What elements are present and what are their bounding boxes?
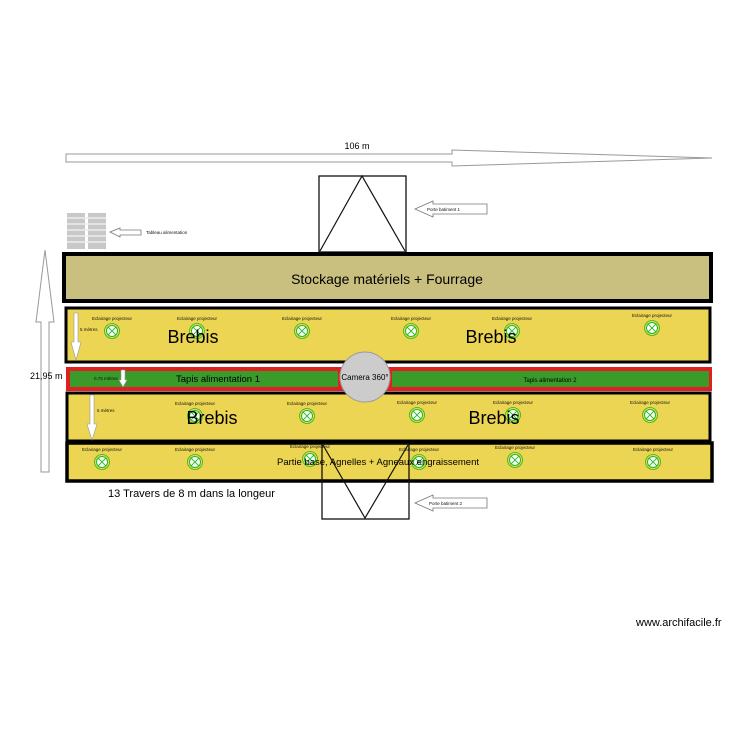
- projector-light-icon: [299, 408, 315, 424]
- projector-light-icon: [411, 454, 427, 470]
- projector-light-icon: [409, 407, 425, 423]
- light-label: Eclairage projecteur: [290, 444, 331, 449]
- light-label: Eclairage projecteur: [630, 400, 671, 405]
- light-label: Eclairage projecteur: [177, 316, 218, 321]
- light-fixture: Eclairage projecteur: [92, 316, 133, 339]
- feed-belt-2-label: Tapis alimentation 2: [523, 378, 577, 384]
- projector-light-icon: [294, 323, 310, 339]
- projector-light-icon: [189, 323, 205, 339]
- width-dimension-arrow: [35, 249, 55, 473]
- crossbars-note: 13 Travers de 8 m dans la longeur: [108, 488, 275, 500]
- pen-row-3: [65, 441, 714, 483]
- projector-light-icon: [104, 323, 120, 339]
- camera-360[interactable]: [339, 351, 391, 403]
- feed-belt-1: [70, 371, 338, 387]
- projector-light-icon: [187, 454, 203, 470]
- brebis-label: Brebis: [167, 327, 218, 347]
- pen-depth-arrow-1: [70, 312, 82, 362]
- feed-belt-1-label: Tapis alimentation 1: [176, 374, 260, 385]
- light-fixture: Eclairage projecteur: [397, 400, 438, 423]
- light-label: Eclairage projecteur: [391, 316, 432, 321]
- projector-light-icon: [642, 407, 658, 423]
- light-label: Eclairage projecteur: [633, 447, 674, 452]
- power-panel-arrow: [109, 227, 142, 238]
- projector-light-icon: [504, 323, 520, 339]
- light-label: Eclairage projecteur: [397, 400, 438, 405]
- belt-width-label: 0,75 mètres: [94, 376, 119, 381]
- light-fixture: Eclairage projecteur: [175, 401, 216, 424]
- projector-light-icon: [645, 454, 661, 470]
- watermark: www.archifacile.fr: [635, 617, 722, 629]
- light-fixture: Eclairage projecteur: [282, 316, 323, 339]
- lower-section-label: Partie base, Agnelles + Agneaux engraiss…: [277, 457, 479, 468]
- pen-depth-2-label: 5 mètres: [97, 408, 115, 413]
- projector-light-icon: [505, 407, 521, 423]
- length-dimension-arrow: [65, 149, 713, 167]
- brebis-label: Brebis: [468, 408, 519, 428]
- door-1-arrow: [414, 200, 488, 218]
- light-fixture: Eclairage projecteur: [493, 400, 534, 423]
- light-fixture: Eclairage projecteur: [399, 447, 440, 470]
- pen-depth-arrow-2: [86, 394, 98, 442]
- light-label: Eclairage projecteur: [92, 316, 133, 321]
- light-fixture: Eclairage projecteur: [630, 400, 671, 423]
- projector-light-icon: [187, 408, 203, 424]
- door-2-arrow: [414, 494, 488, 512]
- power-panel-icon: [67, 213, 106, 249]
- light-label: Eclairage projecteur: [399, 447, 440, 452]
- light-fixture: Eclairage projecteur: [492, 316, 533, 339]
- projector-light-icon: [403, 323, 419, 339]
- light-fixture: Eclairage projecteur: [175, 447, 216, 470]
- light-fixture: Eclairage projecteur: [391, 316, 432, 339]
- projector-light-icon: [644, 320, 660, 336]
- light-fixture: Eclairage projecteur: [495, 445, 536, 468]
- door-1[interactable]: [318, 174, 407, 253]
- light-label: Eclairage projecteur: [492, 316, 533, 321]
- light-fixture: Eclairage projecteur: [287, 401, 328, 424]
- feed-belt-2: [392, 371, 709, 387]
- storage-label: Stockage matériels + Fourrage: [291, 271, 483, 287]
- projector-light-icon: [94, 454, 110, 470]
- projector-light-icon: [302, 451, 318, 467]
- light-fixture: Eclairage projecteur: [632, 313, 673, 336]
- light-label: Eclairage projecteur: [82, 447, 123, 452]
- light-label: Eclairage projecteur: [495, 445, 536, 450]
- light-label: Eclairage projecteur: [632, 313, 673, 318]
- power-panel-label: Tableau alimentation: [146, 230, 188, 235]
- door-2[interactable]: [321, 443, 410, 520]
- light-fixture: Eclairage projecteur: [177, 316, 218, 339]
- storage-area: [62, 252, 713, 303]
- width-label: 21,95 m: [30, 371, 63, 381]
- brebis-label: Brebis: [186, 408, 237, 428]
- brebis-label: Brebis: [465, 327, 516, 347]
- light-label: Eclairage projecteur: [282, 316, 323, 321]
- pen-row-1: [64, 306, 712, 364]
- pen-row-2: [65, 391, 712, 443]
- light-label: Eclairage projecteur: [175, 401, 216, 406]
- light-label: Eclairage projecteur: [287, 401, 328, 406]
- light-label: Eclairage projecteur: [493, 400, 534, 405]
- camera-label: Camera 360°: [341, 373, 388, 382]
- length-label: 106 m: [344, 141, 369, 151]
- door-1-label: Porte batiment 1: [427, 207, 461, 212]
- pen-depth-1-label: 5 mètres: [80, 327, 98, 332]
- light-fixture: Eclairage projecteur: [290, 444, 331, 467]
- door-2-label: Porte batiment 2: [429, 501, 463, 506]
- light-fixture: Eclairage projecteur: [633, 447, 674, 470]
- light-label: Eclairage projecteur: [175, 447, 216, 452]
- light-fixture: Eclairage projecteur: [82, 447, 123, 470]
- belt-width-arrow: [118, 369, 128, 388]
- projector-light-icon: [507, 452, 523, 468]
